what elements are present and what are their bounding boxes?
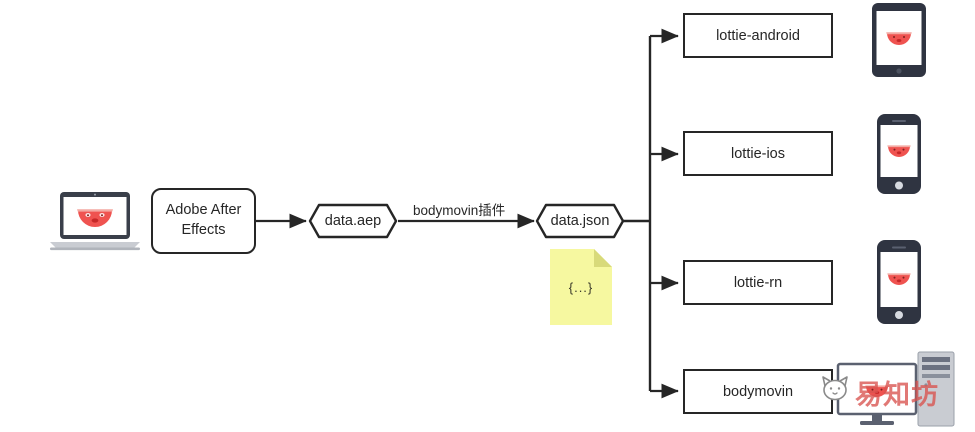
watermark-text: 易知坊 [855, 380, 939, 411]
android-tablet-illustration [872, 3, 926, 77]
node-lottie-rn[interactable]: lottie-rn [683, 260, 833, 305]
node-lottie-ios[interactable]: lottie-ios [683, 131, 833, 176]
node-lottie-ios-label: lottie-ios [731, 145, 785, 162]
watermelon-character [887, 273, 911, 285]
node-label-line2: Effects [181, 222, 226, 238]
watermelon-character [886, 32, 912, 45]
macbook-laptop-illustration [48, 190, 142, 256]
node-bodymovin-label: bodymovin [722, 383, 794, 400]
node-adobe-after-effects[interactable]: Adobe After Effects [151, 188, 256, 254]
node-data-json[interactable]: data.json [535, 203, 625, 239]
watermelon-character [77, 209, 113, 227]
desktop-computer-illustration [836, 350, 966, 430]
node-bodymovin[interactable]: bodymovin [683, 369, 833, 414]
node-label-line1: Adobe After [165, 202, 242, 219]
node-lottie-android-label: lottie-android [716, 27, 800, 44]
edge-label-bodymovin-plugin: bodymovin插件 [413, 203, 506, 218]
watermelon-character [865, 385, 889, 397]
node-lottie-rn-label: lottie-rn [733, 274, 783, 291]
watermark-logo-icon [818, 372, 852, 406]
iphone-illustration-rn [877, 240, 921, 324]
iphone-illustration-ios [877, 114, 921, 194]
node-lottie-android[interactable]: lottie-android [683, 13, 833, 58]
node-data-aep[interactable]: data.aep [308, 203, 398, 239]
watermelon-character [887, 145, 911, 157]
node-json-note-label: {...} [568, 279, 594, 295]
node-json-note[interactable]: {...} [550, 249, 612, 325]
